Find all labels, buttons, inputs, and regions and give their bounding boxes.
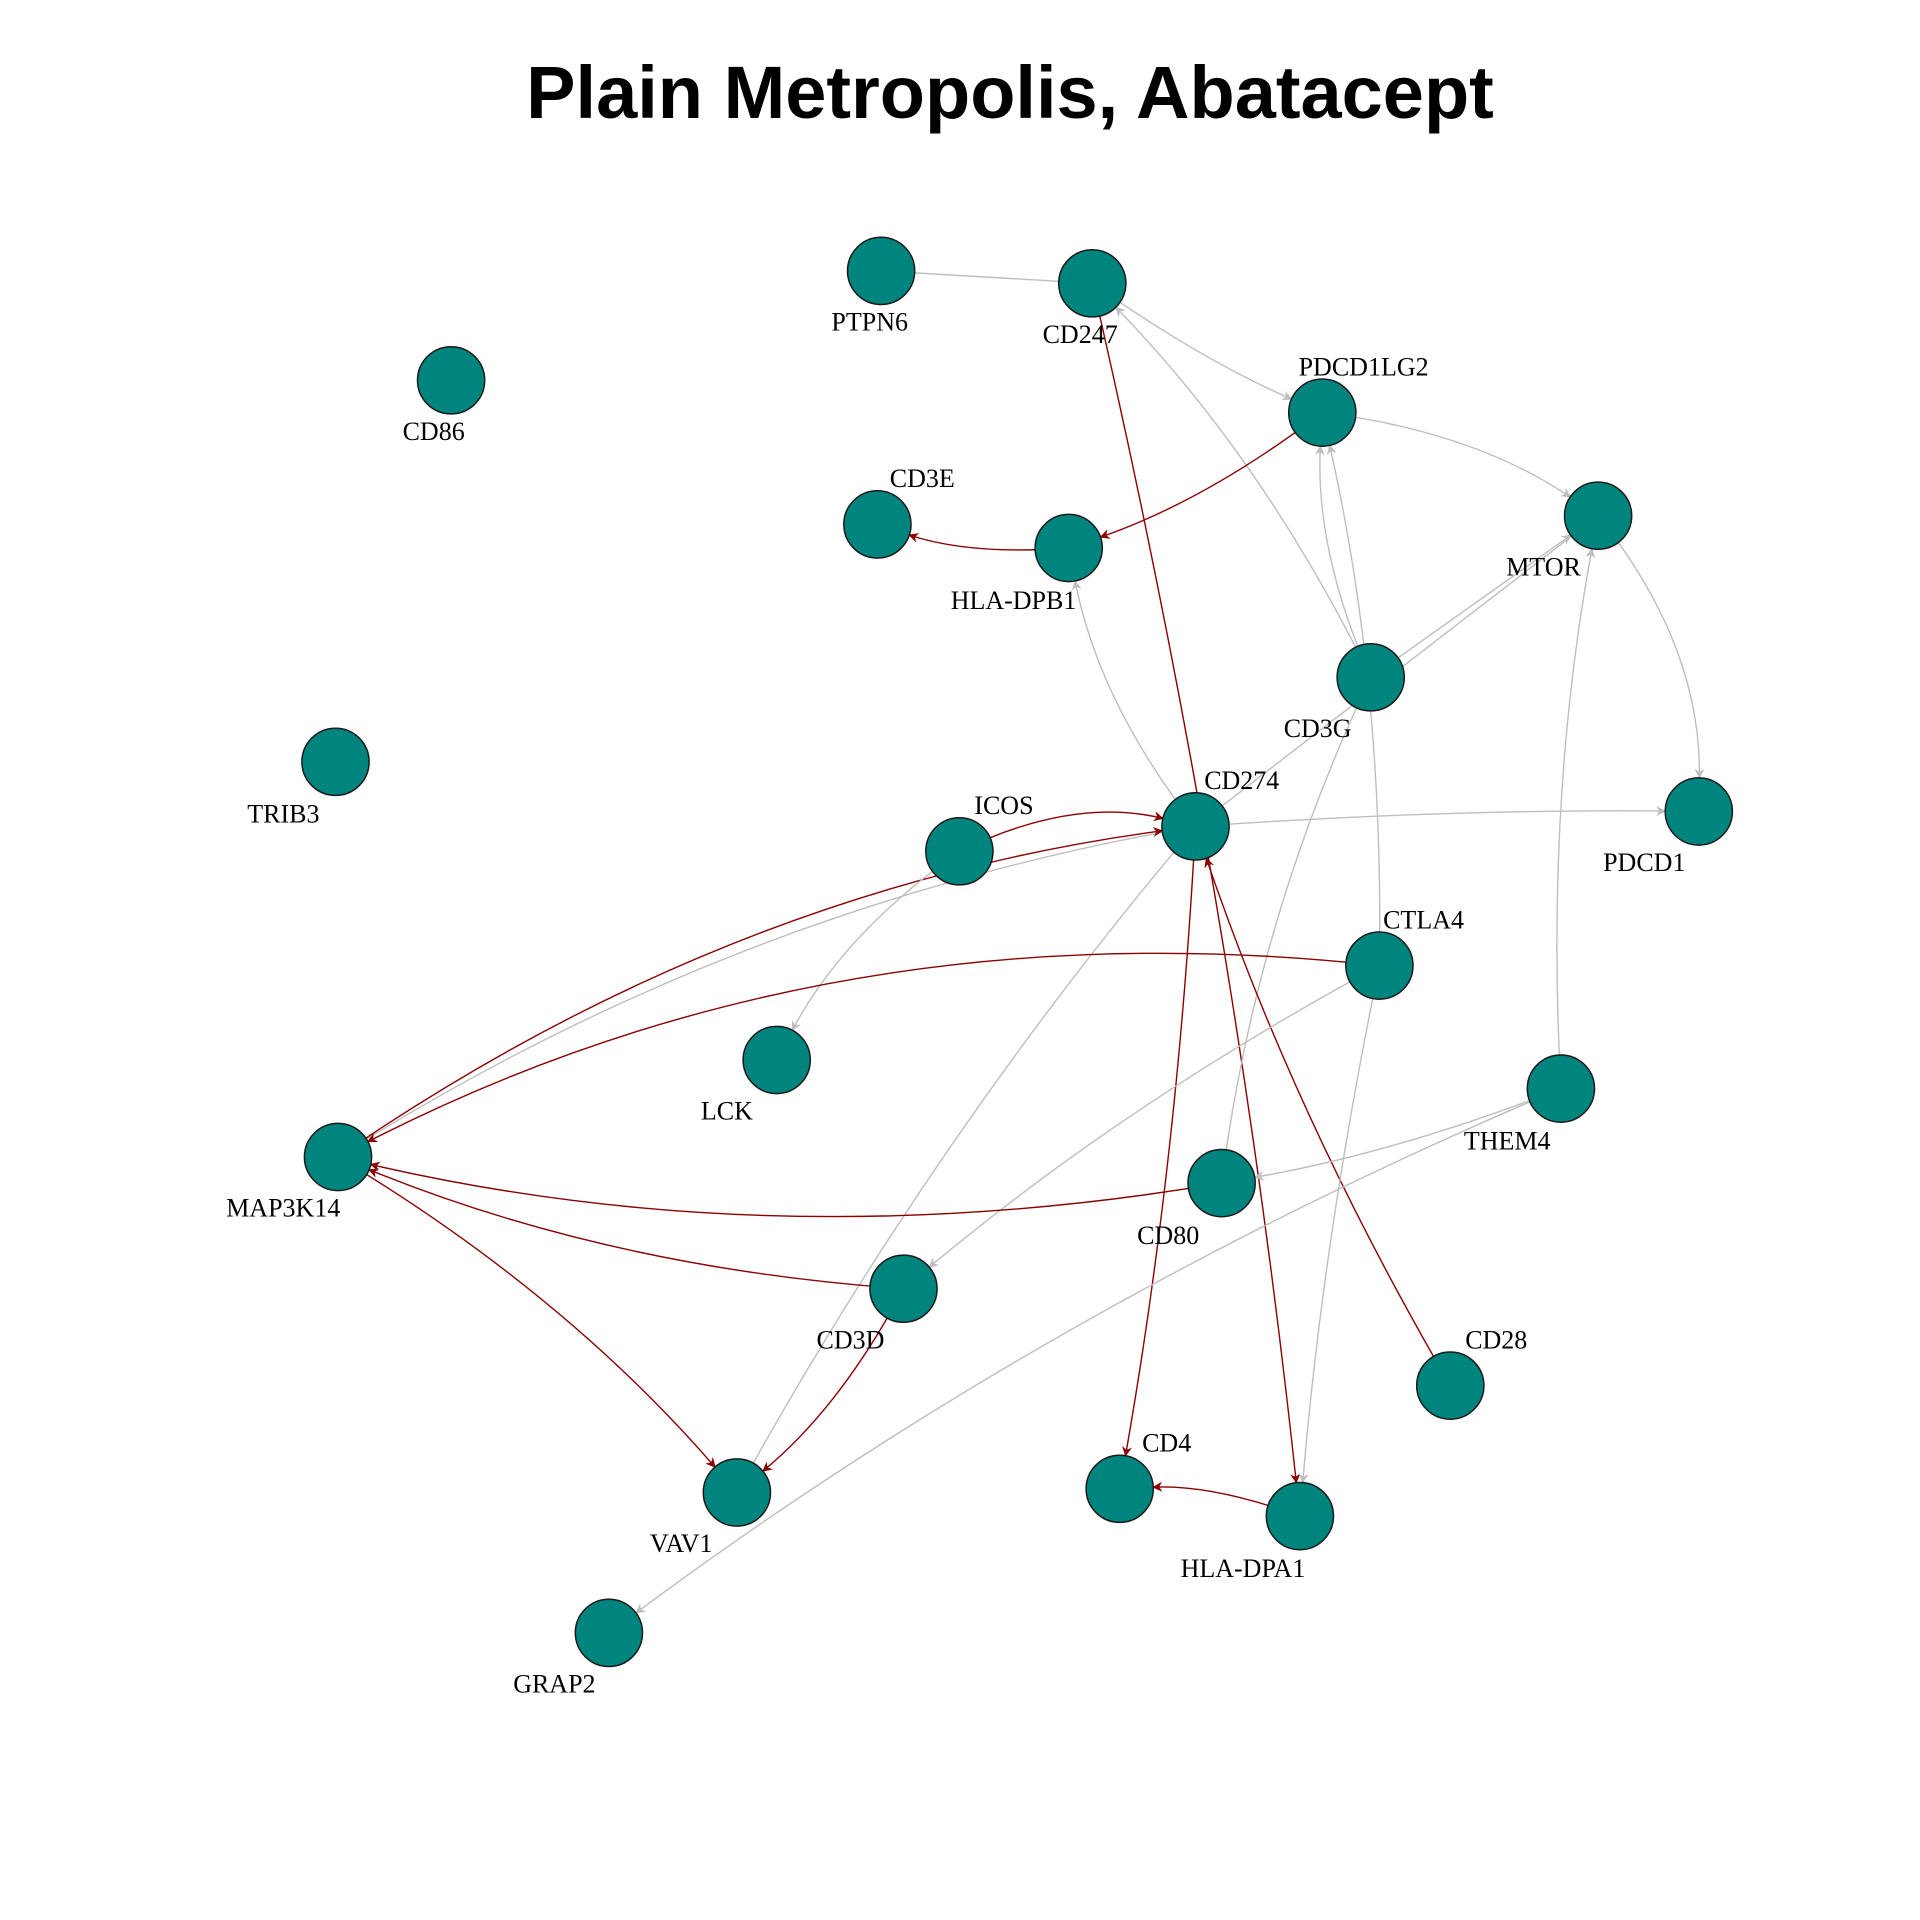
node-circle: [742, 1025, 812, 1095]
node-circle: [1345, 931, 1414, 1000]
node-circle: [1415, 1351, 1485, 1420]
edge-cd274-to-pdcd1: [1195, 806, 1667, 828]
node-circle: [1085, 1454, 1155, 1524]
node-circle: [301, 727, 370, 797]
node-label: CD274: [1204, 766, 1279, 795]
node-label: PDCD1: [1603, 848, 1685, 877]
node-trib3: TRIB3: [247, 727, 370, 829]
edge-pdcd1lg2-to-hla-dpb1: [1099, 412, 1323, 539]
node-ptpn6: PTPN6: [831, 236, 916, 337]
node-cd80: CD80: [1137, 1148, 1256, 1250]
node-circle: [1161, 792, 1230, 861]
edge-pdcd1lg2-to-mtor: [1322, 411, 1572, 498]
node-circle: [1057, 248, 1127, 318]
node-circle: [416, 345, 486, 415]
node-label: HLA-DPB1: [951, 586, 1077, 615]
node-label: PDCD1LG2: [1299, 352, 1429, 381]
edge-them4-to-grap2: [635, 1087, 1562, 1614]
node-hla-dpb1: HLA-DPB1: [951, 513, 1104, 615]
node-label: CD3G: [1284, 714, 1352, 743]
node-circle: [1336, 642, 1406, 712]
node-grap2: GRAP2: [513, 1598, 644, 1699]
node-cd274: CD274: [1161, 766, 1279, 861]
node-circle: [1526, 1054, 1596, 1123]
node-label: CD80: [1137, 1221, 1199, 1250]
node-circle: [303, 1122, 373, 1192]
node-circle: [1664, 777, 1734, 846]
node-circle: [1187, 1148, 1256, 1218]
edge-cd274-to-hla-dpb1: [1071, 580, 1197, 827]
node-label: HLA-DPA1: [1181, 1554, 1306, 1583]
edge-ctla4-to-cd3d: [928, 964, 1380, 1268]
edge-icos-to-lck: [791, 850, 960, 1032]
node-label: MTOR: [1506, 552, 1581, 581]
edge-them4-to-mtor: [1556, 547, 1596, 1089]
edge-cd274-to-map3k14: [337, 825, 1196, 1158]
node-label: TRIB3: [247, 800, 319, 829]
node-lck: LCK: [701, 1025, 812, 1126]
node-label: MAP3K14: [226, 1194, 340, 1223]
node-label: CD247: [1043, 320, 1118, 349]
node-label: VAV1: [650, 1529, 713, 1558]
node-label: THEM4: [1464, 1127, 1551, 1156]
node-circle: [1287, 378, 1357, 447]
node-circle: [1563, 481, 1633, 551]
node-pdcd1: PDCD1: [1603, 777, 1734, 877]
node-circle: [574, 1598, 644, 1668]
node-circle: [1034, 513, 1104, 583]
edge-cd247-to-hla-dpa1: [1091, 283, 1301, 1484]
node-icos: ICOS: [925, 791, 1034, 886]
node-circle: [702, 1458, 772, 1527]
edge-cd3g-to-cd247: [1115, 306, 1372, 678]
edge-ctla4-to-map3k14: [367, 952, 1380, 1143]
node-cd3d: CD3D: [817, 1254, 938, 1354]
edge-cd3d-to-map3k14: [368, 1168, 904, 1290]
node-cd86: CD86: [403, 345, 486, 446]
edge-cd274-to-vav1: [736, 825, 1197, 1493]
node-circle: [846, 236, 916, 306]
node-them4: THEM4: [1464, 1054, 1596, 1156]
node-label: PTPN6: [831, 308, 908, 337]
edge-them4-to-cd80: [1253, 1087, 1562, 1181]
edge-cd80-to-map3k14: [369, 1161, 1222, 1218]
node-label: GRAP2: [513, 1670, 595, 1699]
edge-ctla4-to-hla-dpa1: [1298, 965, 1381, 1484]
node-vav1: VAV1: [650, 1458, 772, 1558]
node-map3k14: MAP3K14: [226, 1122, 373, 1223]
edge-cd28-to-cd274: [1204, 857, 1451, 1386]
node-circle: [1265, 1481, 1335, 1551]
node-cd3g: CD3G: [1284, 642, 1406, 743]
node-cd247: CD247: [1043, 248, 1127, 349]
node-label: CD3E: [890, 464, 955, 493]
node-mtor: MTOR: [1506, 481, 1633, 581]
node-cd28: CD28: [1415, 1325, 1527, 1420]
edge-map3k14-to-cd274: [337, 827, 1164, 1158]
node-label: CD4: [1142, 1429, 1191, 1458]
node-label: CTLA4: [1383, 905, 1464, 934]
node-ctla4: CTLA4: [1345, 905, 1464, 1000]
graph-title: Plain Metropolis, Abatacept: [526, 51, 1494, 134]
node-circle: [843, 490, 912, 559]
node-cd3e: CD3E: [843, 464, 955, 559]
node-circle: [869, 1254, 938, 1324]
node-label: CD86: [403, 417, 465, 446]
edge-mtor-to-pdcd1: [1597, 515, 1705, 779]
node-pdcd1lg2: PDCD1LG2: [1287, 352, 1429, 447]
edge-cd274-to-cd4: [1122, 826, 1197, 1457]
node-cd4: CD4: [1085, 1429, 1191, 1524]
node-circle: [925, 816, 994, 886]
node-label: LCK: [701, 1097, 753, 1126]
edge-cd3g-to-cd80: [1220, 676, 1372, 1184]
edge-map3k14-to-vav1: [337, 1156, 716, 1468]
node-hla-dpa1: HLA-DPA1: [1181, 1481, 1335, 1583]
node-label: CD28: [1465, 1325, 1527, 1354]
node-label: ICOS: [974, 791, 1033, 820]
node-label: CD3D: [817, 1325, 885, 1354]
edge-layer: [337, 270, 1705, 1614]
edge-cd247-to-pdcd1lg2: [1091, 282, 1293, 401]
